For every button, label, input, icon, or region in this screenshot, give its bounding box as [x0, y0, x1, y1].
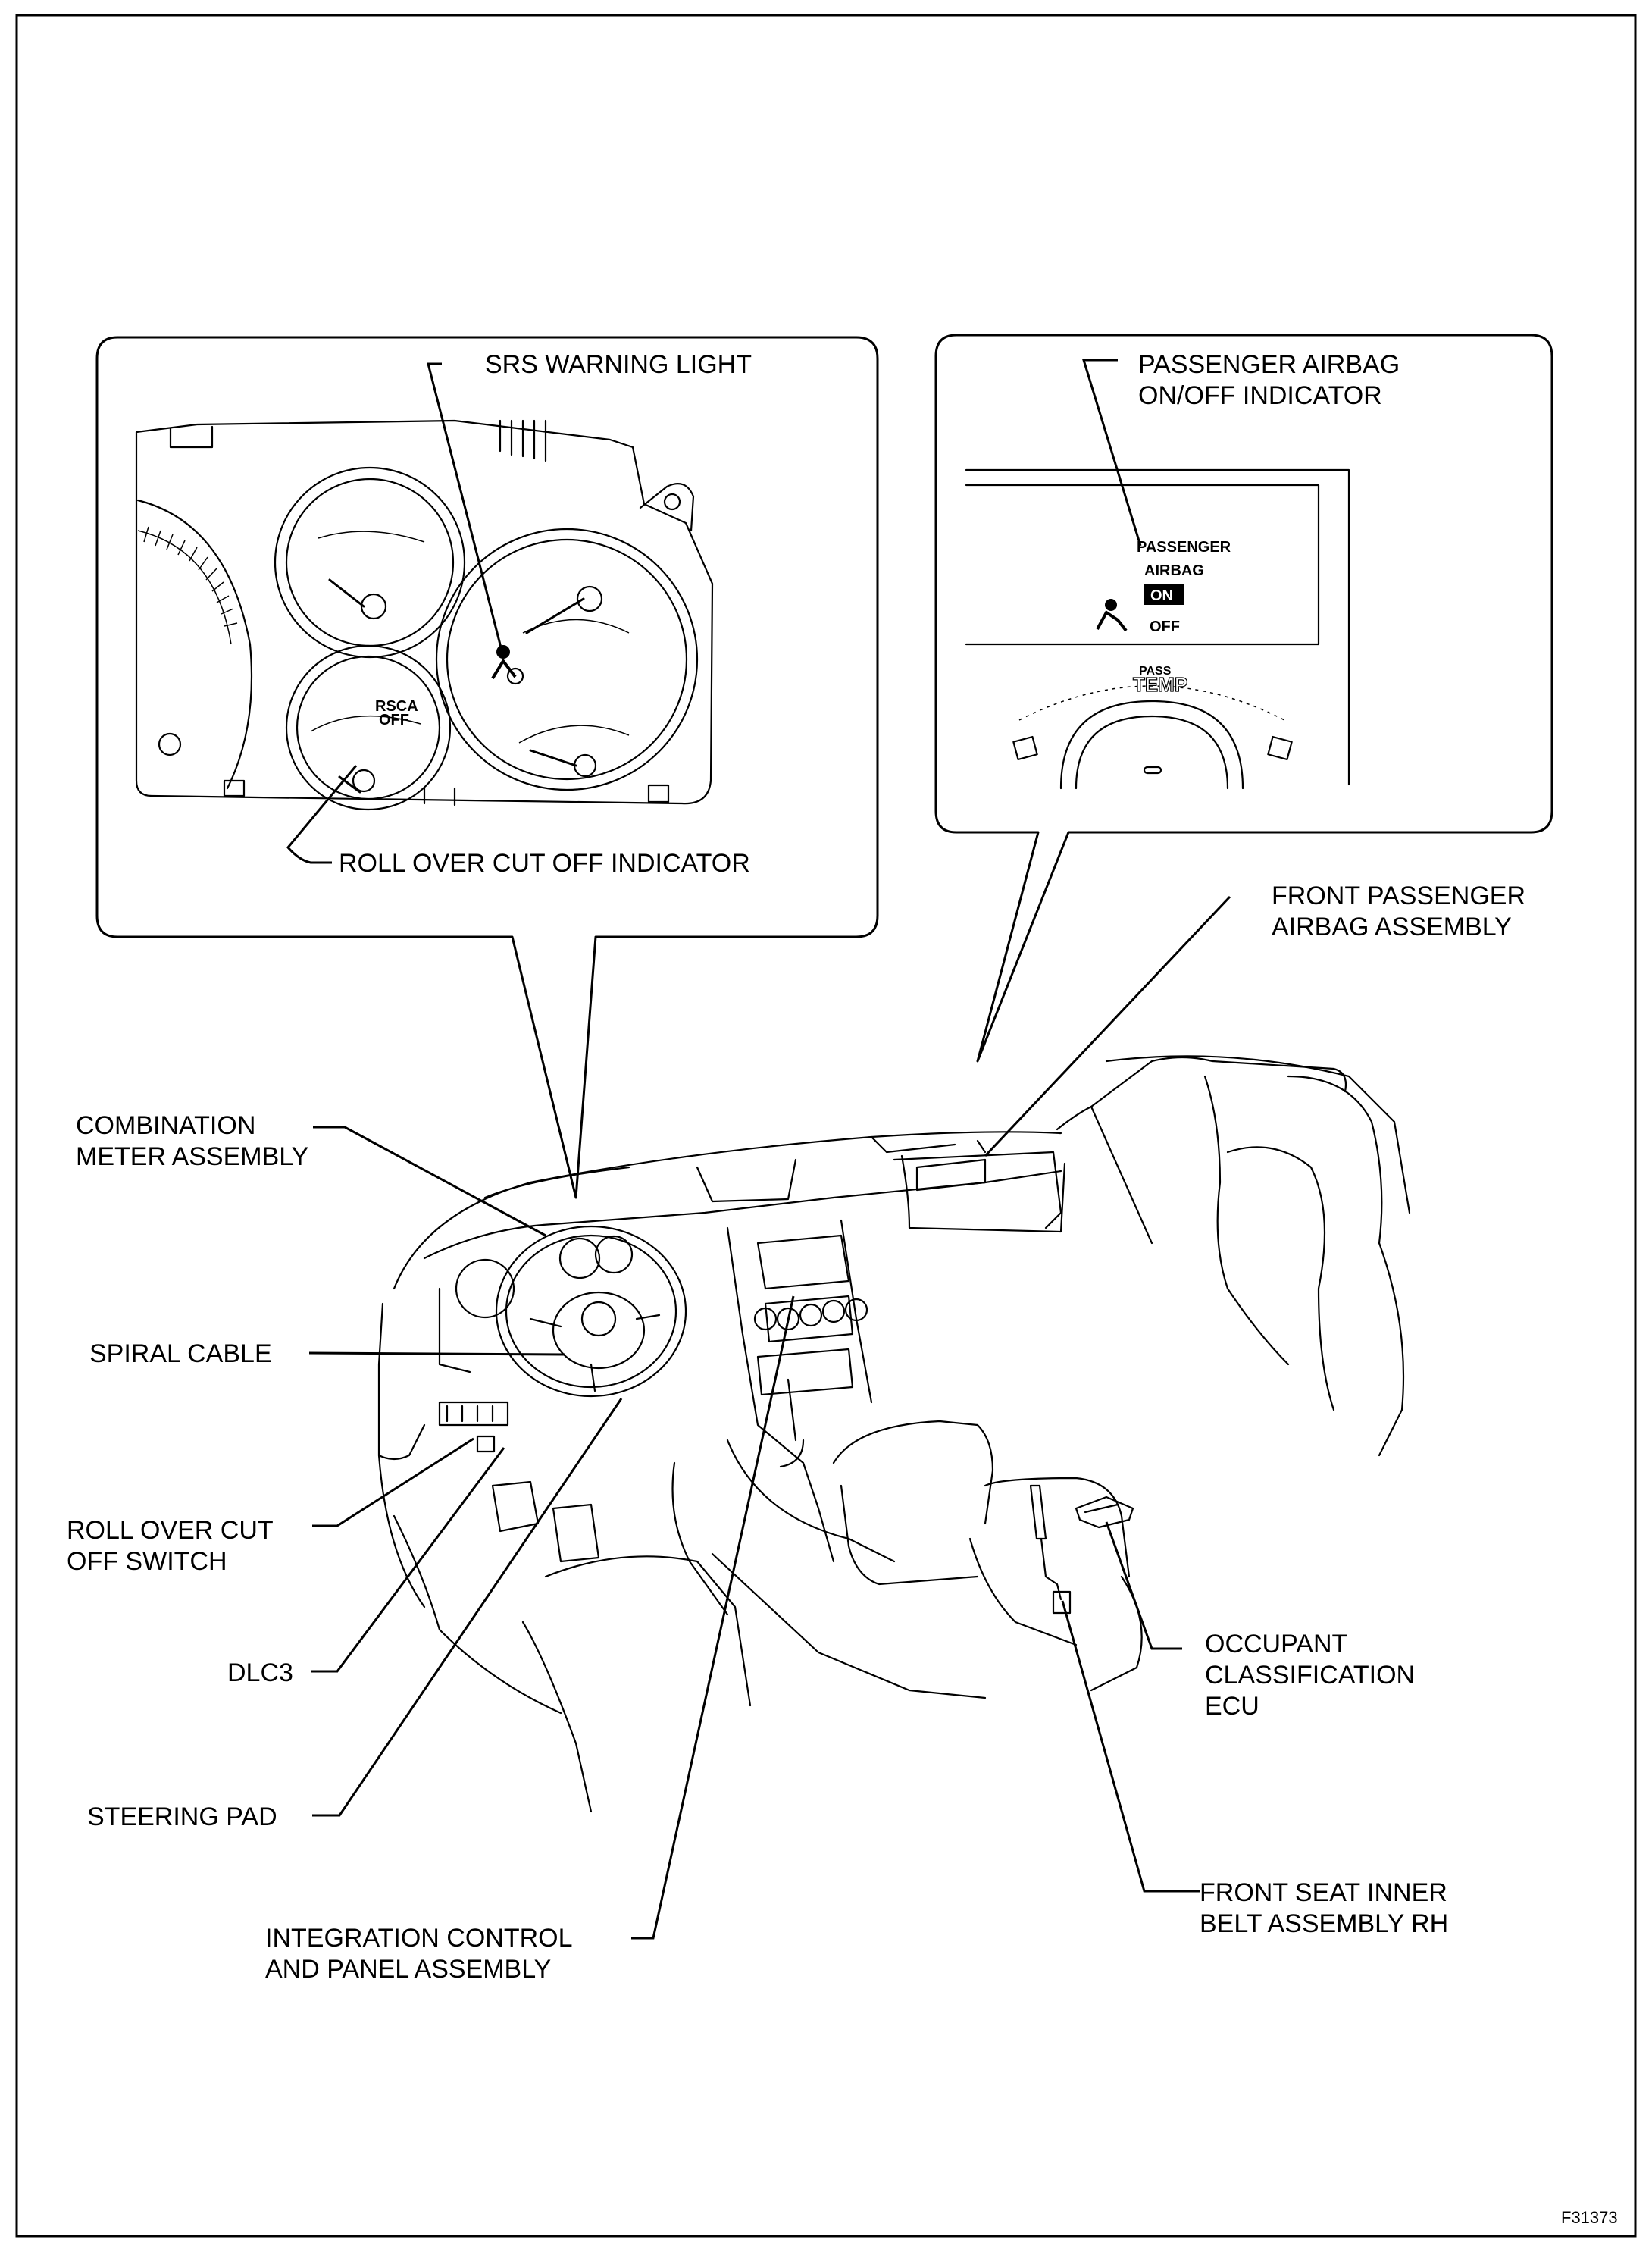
- display-passenger-text: PASSENGER: [1137, 539, 1231, 556]
- combination-meter-label-line2: METER ASSEMBLY: [76, 1142, 308, 1171]
- front-passenger-airbag-label-line2: AIRBAG ASSEMBLY: [1272, 913, 1512, 941]
- dlc3-label: DLC3: [227, 1658, 293, 1687]
- passenger-airbag-indicator-label-line2: ON/OFF INDICATOR: [1138, 381, 1382, 410]
- main-leader-lines: [308, 895, 1231, 1940]
- seat-belt-leader: [1061, 1600, 1200, 1893]
- front-seat-belt-label-line1: FRONT SEAT INNER: [1200, 1878, 1447, 1907]
- passenger-airbag-indicator-label-line1: PASSENGER AIRBAG: [1138, 350, 1400, 379]
- occupant-ecu-leader: [1105, 1521, 1182, 1650]
- front-passenger-airbag-label-line1: FRONT PASSENGER: [1272, 882, 1525, 910]
- figure-id: F31373: [1561, 2208, 1618, 2227]
- roll-over-switch-leader: [312, 1437, 474, 1527]
- meter-housing-drawing: RSCA OFF: [135, 419, 714, 811]
- passenger-indicator-leader: [1081, 359, 1142, 547]
- integration-control-label-line2: AND PANEL ASSEMBLY: [265, 1955, 551, 1984]
- srs-warning-light-leader: [427, 362, 504, 654]
- vehicle-interior-drawing: [377, 1055, 1411, 1813]
- roll-over-indicator-leader: [286, 765, 358, 864]
- knob-temp-text: TEMP: [1133, 673, 1187, 696]
- combination-meter-detail-panel: RSCA OFF SRS WARNING LIGHT ROLL OVER CUT…: [95, 336, 879, 1199]
- occupant-ecu-label-line3: ECU: [1205, 1692, 1259, 1721]
- front-passenger-airbag-leader: [984, 895, 1231, 1157]
- roll-over-cut-off-indicator-label: ROLL OVER CUT OFF INDICATOR: [339, 849, 750, 878]
- page-border: [15, 14, 1637, 2238]
- steering-pad-leader: [312, 1398, 623, 1817]
- rsca-off-label-line1: RSCA: [375, 698, 418, 715]
- roll-over-cut-off-switch-label-line1: ROLL OVER CUT: [67, 1516, 274, 1545]
- combination-meter-leader: [313, 1126, 546, 1237]
- knob-pass-text: PASS: [1139, 665, 1172, 678]
- srs-warning-light-label: SRS WARNING LIGHT: [485, 350, 752, 379]
- srs-warning-light-icon: [491, 645, 524, 685]
- roll-over-cut-off-switch-label-line2: OFF SWITCH: [67, 1547, 227, 1576]
- steering-pad-label: STEERING PAD: [87, 1802, 277, 1831]
- passenger-airbag-indicator-detail-panel: PASSENGER AIRBAG ON OFF PASS TEMP PASSEN…: [934, 334, 1553, 1063]
- display-on-text: ON: [1150, 587, 1173, 604]
- display-airbag-text: AIRBAG: [1144, 562, 1204, 579]
- integration-control-leader: [631, 1295, 795, 1940]
- integration-control-label-line1: INTEGRATION CONTROL: [265, 1924, 573, 1953]
- front-seat-belt-label-line2: BELT ASSEMBLY RH: [1200, 1909, 1448, 1938]
- temp-knob-drawing: PASS TEMP: [1012, 665, 1293, 790]
- combination-meter-label-line1: COMBINATION: [76, 1111, 255, 1140]
- rsca-off-label-line2: OFF: [379, 712, 409, 728]
- spiral-cable-label: SPIRAL CABLE: [89, 1339, 272, 1368]
- seated-passenger-icon: [1096, 599, 1128, 632]
- occupant-ecu-label-line1: OCCUPANT: [1205, 1630, 1347, 1658]
- spiral-cable-leader: [308, 1351, 565, 1356]
- main-labels: FRONT PASSENGER AIRBAG ASSEMBLY COMBINAT…: [67, 882, 1618, 2227]
- occupant-ecu-label-line2: CLASSIFICATION: [1205, 1661, 1415, 1690]
- display-on-indicator: [1144, 584, 1184, 605]
- meter-callout-bubble: [95, 336, 879, 1199]
- display-off-text: OFF: [1150, 619, 1180, 635]
- dlc3-leader: [311, 1447, 505, 1673]
- indicator-callout-bubble: [934, 334, 1553, 1063]
